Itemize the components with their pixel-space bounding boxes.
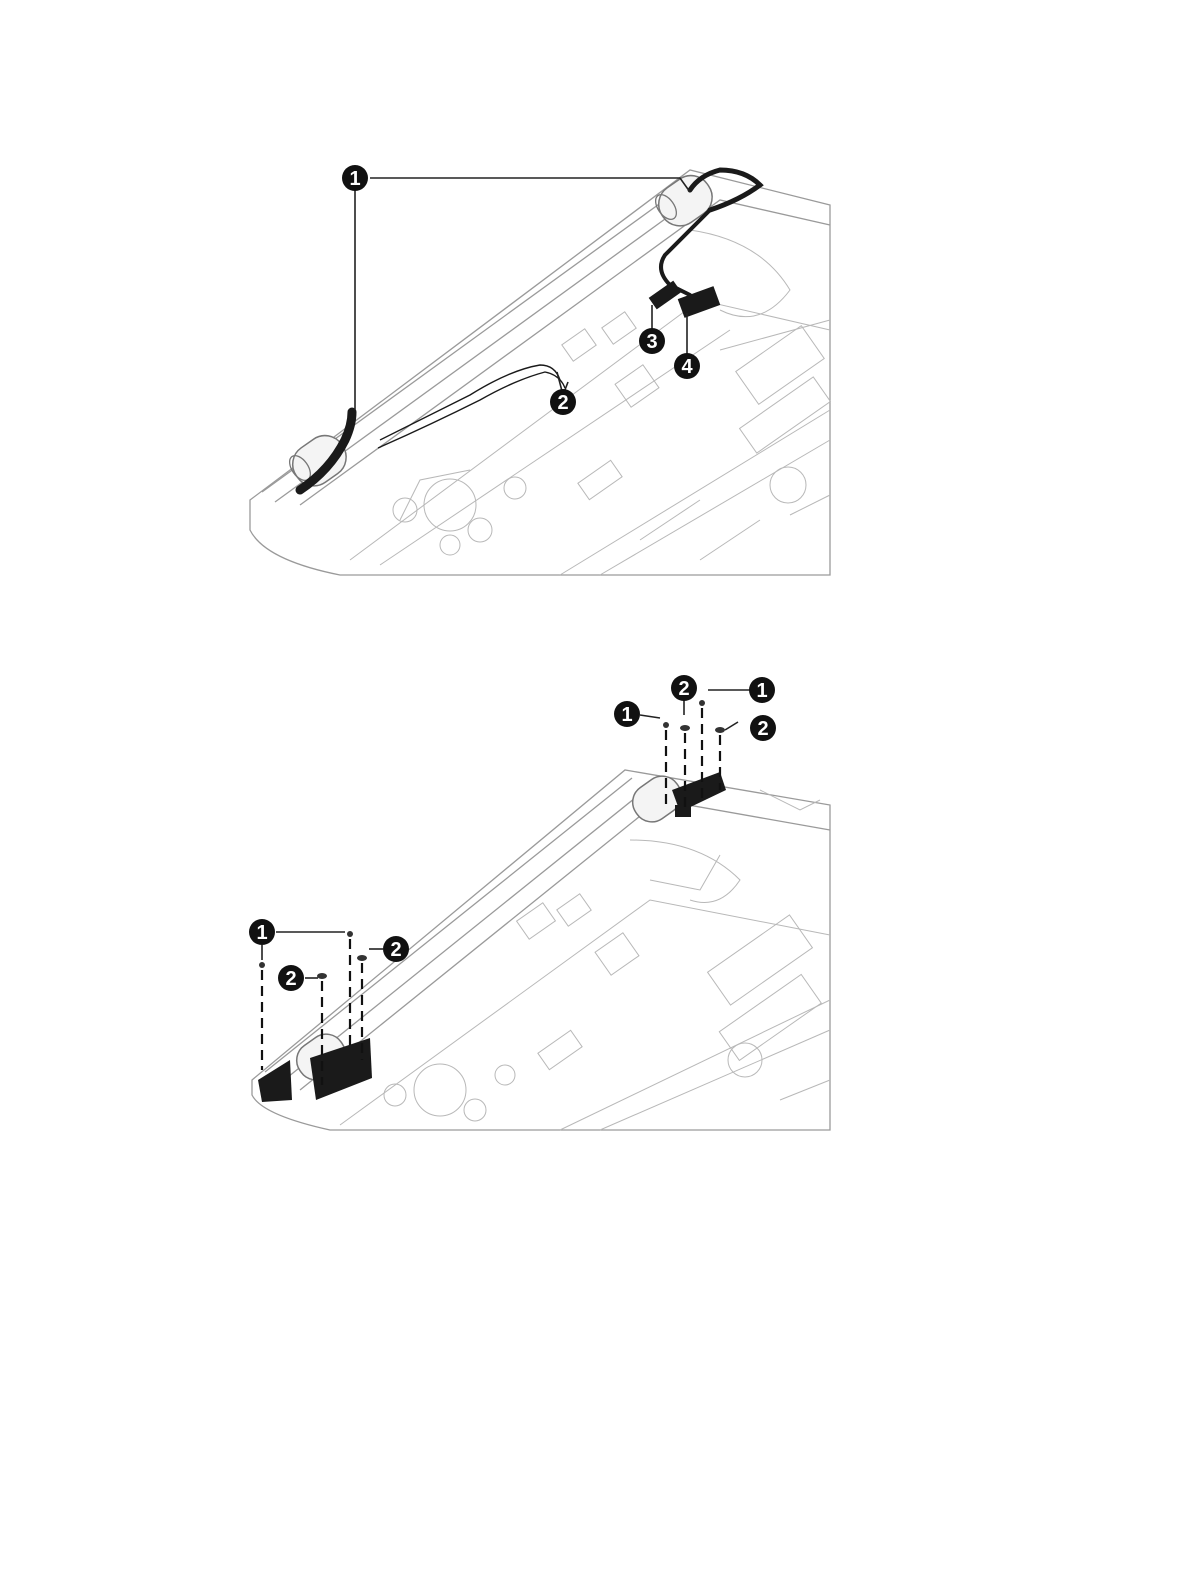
- callout-2: 2: [550, 389, 576, 415]
- callout-leaders: [355, 178, 690, 410]
- screw-alignment-lines: [262, 708, 720, 1085]
- callout-2-bottom-left: 2: [278, 965, 304, 991]
- svg-text:2: 2: [757, 718, 768, 740]
- callout-4: 4: [674, 353, 700, 379]
- system-board-details: [340, 790, 830, 1130]
- callout-1-bottom-left: 1: [249, 919, 275, 945]
- callout-2-bottom-right: 2: [383, 936, 409, 962]
- svg-text:4: 4: [681, 356, 693, 378]
- figure-2-hinge-screw-removal: 2 1 1 2 1 2 2: [0, 640, 1190, 1160]
- svg-text:2: 2: [285, 968, 296, 990]
- callout-2-top-left: 2: [671, 675, 697, 701]
- callout-leaders: [262, 690, 750, 978]
- callout-1: 1: [342, 165, 368, 191]
- svg-text:3: 3: [646, 331, 657, 353]
- svg-text:1: 1: [756, 680, 767, 702]
- system-board-details: [350, 230, 830, 575]
- callout-2-top-right: 2: [750, 715, 776, 741]
- svg-text:1: 1: [621, 704, 632, 726]
- figure-1-drawing: 1 2 3 4: [0, 0, 1190, 600]
- callout-1-top-right: 1: [749, 677, 775, 703]
- svg-text:2: 2: [390, 939, 401, 961]
- callout-3: 3: [639, 328, 665, 354]
- base-enclosure: [250, 170, 830, 575]
- svg-text:2: 2: [557, 392, 568, 414]
- svg-text:2: 2: [678, 678, 689, 700]
- screws: [259, 700, 725, 979]
- callout-1-top-left: 1: [614, 701, 640, 727]
- svg-text:1: 1: [256, 922, 267, 944]
- figure-2-drawing: 2 1 1 2 1 2 2: [0, 640, 1190, 1160]
- display-connector: [649, 281, 682, 310]
- svg-text:1: 1: [349, 168, 360, 190]
- figure-1-display-cable-removal: 1 2 3 4: [0, 0, 1190, 600]
